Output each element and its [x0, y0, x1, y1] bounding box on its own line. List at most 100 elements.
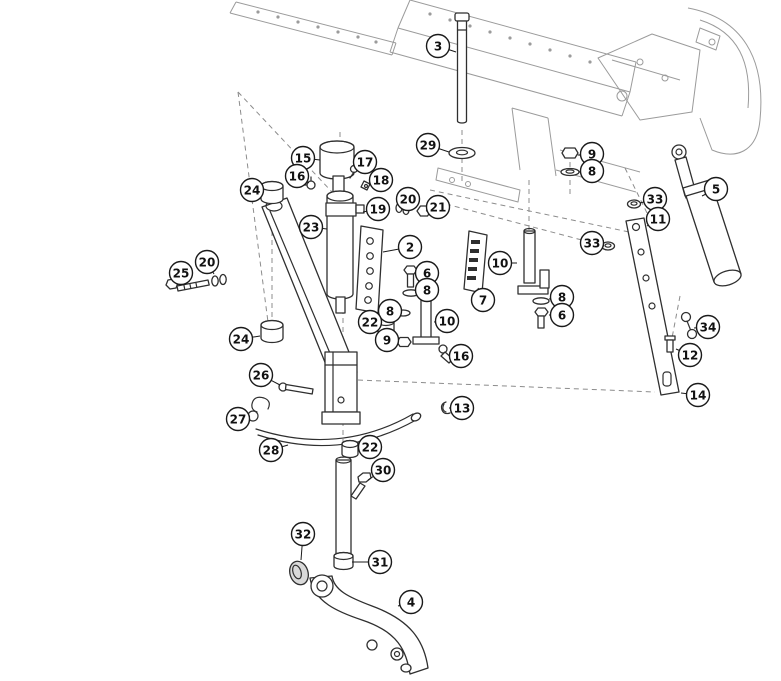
callout-26: 26	[248, 362, 274, 388]
callout-balloon	[677, 342, 703, 368]
callout-balloon	[258, 437, 284, 463]
callout-number: 5	[712, 182, 720, 196]
callout-number: 18	[373, 173, 390, 187]
part-bushing-22-lower	[341, 439, 359, 459]
part-bolt-25-washers-20	[165, 273, 227, 292]
callout-number: 3	[434, 39, 442, 53]
callout-number: 33	[647, 192, 664, 206]
callout-number: 28	[263, 443, 280, 457]
part-fitting-18	[360, 180, 371, 191]
callout-number: 10	[492, 256, 509, 270]
callout-balloon	[415, 132, 441, 158]
part-drawbar-11-14	[625, 217, 680, 396]
callout-balloon	[290, 521, 316, 547]
callout-number: 20	[199, 255, 216, 269]
part-bolt-30	[350, 472, 372, 500]
callout-balloon	[395, 186, 421, 212]
callout-balloon	[168, 260, 194, 286]
part-plate-7	[463, 230, 488, 294]
callout-19: 19	[365, 196, 391, 222]
callout-number: 10	[439, 314, 456, 328]
callout-balloon	[352, 149, 378, 175]
callout-balloon	[225, 406, 251, 432]
callout-22: 22	[357, 309, 383, 335]
callout-8: 8	[579, 158, 605, 184]
callout-16: 16	[448, 343, 474, 369]
callout-number: 9	[588, 147, 596, 161]
part-cylinder-5	[671, 144, 742, 287]
callout-22: 22	[357, 434, 383, 460]
callout-17: 17	[352, 149, 378, 175]
callout-number: 20	[400, 192, 417, 206]
callout-balloon	[370, 457, 396, 483]
callout-33: 33	[579, 230, 605, 256]
callout-balloon	[194, 249, 220, 275]
part-link-34	[680, 311, 698, 340]
callout-number: 31	[372, 555, 389, 569]
callout-balloon	[284, 163, 310, 189]
callout-balloon	[374, 327, 400, 353]
part-clamp-19	[325, 202, 365, 217]
callout-balloon	[377, 298, 403, 324]
callout-8: 8	[377, 298, 403, 324]
callout-balloon	[239, 177, 265, 203]
callout-number: 26	[253, 368, 270, 382]
callout-balloon	[549, 302, 575, 328]
callout-balloon	[645, 206, 671, 232]
part-bushing-24-top	[260, 180, 284, 205]
callout-10: 10	[487, 250, 513, 276]
part-cap-32	[289, 560, 309, 586]
callout-30: 30	[370, 457, 396, 483]
callout-balloon	[470, 287, 496, 313]
callout-number: 19	[370, 202, 387, 216]
part-drawbar-4	[309, 574, 429, 675]
callout-number: 17	[357, 155, 374, 169]
callout-number: 34	[700, 320, 717, 334]
part-pin-26	[278, 382, 314, 395]
callout-8: 8	[549, 284, 575, 310]
callout-3: 3	[425, 33, 451, 59]
part-ring-33-upper	[626, 199, 642, 209]
callout-balloon	[398, 589, 424, 615]
part-nut-9-washer-8-right	[560, 147, 580, 177]
callout-7: 7	[470, 287, 496, 313]
part-cap-15	[319, 140, 355, 180]
callout-10: 10	[434, 308, 460, 334]
callout-23: 23	[298, 214, 324, 240]
callout-number: 14	[690, 388, 707, 402]
machine-frame-outline	[229, 0, 762, 203]
part-plate-2	[355, 225, 384, 314]
callout-balloon	[703, 176, 729, 202]
part-pin-10-right	[517, 227, 550, 329]
callout-number: 13	[454, 401, 471, 415]
callout-12: 12	[677, 342, 703, 368]
callout-number: 29	[420, 138, 437, 152]
callout-balloon	[357, 434, 383, 460]
callout-number: 12	[682, 348, 699, 362]
part-link-31	[333, 456, 354, 571]
callout-21: 21	[425, 194, 451, 220]
callout-balloon	[685, 382, 711, 408]
callout-balloon	[367, 549, 393, 575]
callout-24: 24	[239, 177, 265, 203]
callout-number: 11	[650, 212, 667, 226]
callout-balloon	[298, 214, 324, 240]
callout-number: 8	[558, 290, 566, 304]
callout-29: 29	[415, 132, 441, 158]
callout-number: 6	[558, 308, 566, 322]
callout-31: 31	[367, 549, 393, 575]
callout-balloon	[448, 343, 474, 369]
callout-number: 8	[423, 283, 431, 297]
callout-number: 23	[303, 220, 320, 234]
part-pin-3	[454, 12, 470, 124]
callout-16: 16	[284, 163, 310, 189]
callout-14: 14	[685, 382, 711, 408]
callout-number: 9	[383, 333, 391, 347]
callout-2: 2	[397, 234, 423, 260]
callout-number: 32	[295, 527, 312, 541]
callout-number: 8	[588, 164, 596, 178]
callout-balloon	[579, 230, 605, 256]
